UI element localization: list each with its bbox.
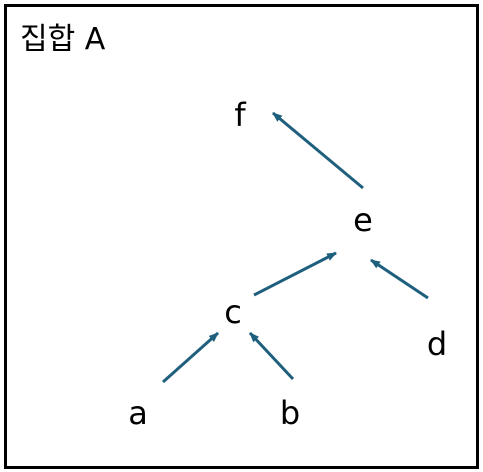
edge-a-to-c (162, 331, 219, 384)
edge-d-to-e (370, 258, 429, 300)
set-frame (4, 4, 479, 469)
edge-b-to-c (248, 331, 295, 381)
node-e: e (353, 201, 373, 239)
node-b: b (279, 394, 301, 432)
edge-e-to-f (272, 111, 364, 190)
set-title: 집합 A (20, 22, 106, 57)
node-c: c (224, 293, 242, 331)
node-a: a (128, 394, 148, 432)
node-d: d (426, 325, 448, 363)
edge-c-to-e (253, 251, 337, 297)
node-f: f (234, 96, 246, 134)
